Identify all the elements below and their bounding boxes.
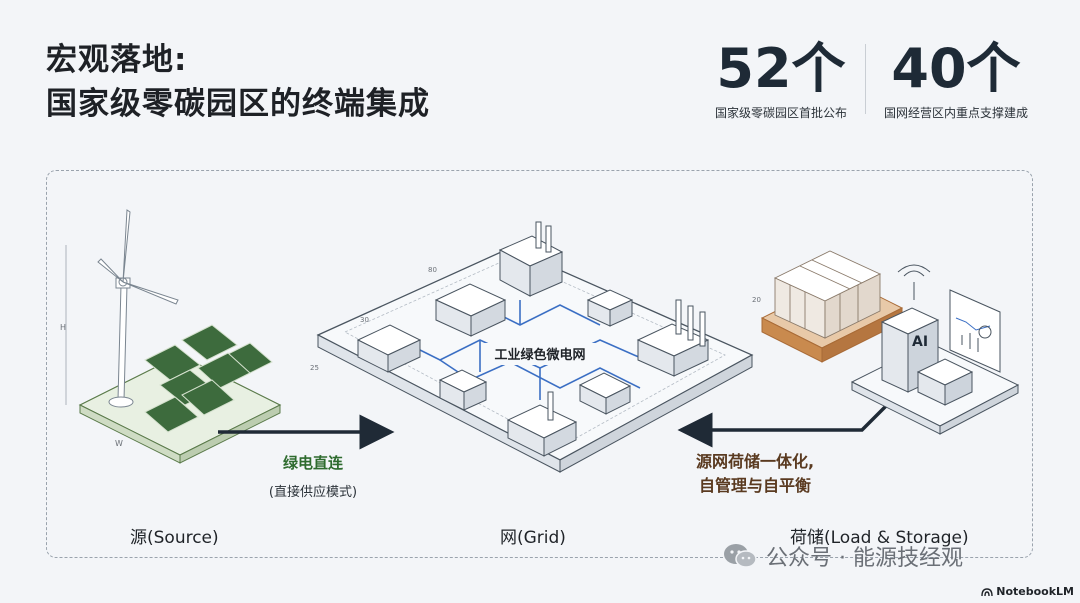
direct-supply-title: 绿电直连 [282,454,343,472]
page-title-line2: 国家级零碳园区的终端集成 [46,86,430,122]
stat-parks-value: 52个 [716,37,846,100]
section-load-label: 荷储(Load & Storage) [790,528,969,548]
factory-building-icons [356,221,710,457]
stat-supported-caption: 国网经营区内重点支撑建成 [883,106,1028,120]
brand-text: NotebookLM [996,585,1074,598]
notebooklm-brand: NotebookLM [981,585,1074,598]
dim-w-label: W [115,439,123,448]
wechat-icon [724,544,757,568]
stat-divider [864,44,866,114]
solar-panel-array-icon [144,324,273,433]
stat-parks: 52个 国家级零碳园区首批公布 [703,38,859,121]
direct-supply-caption: 绿电直连 (直接供应模式) [258,452,368,500]
grid-label-backdrop [484,343,596,365]
load-storage-illustration: 20 AI [752,250,1020,435]
stats-panel: 52个 国家级零碳园区首批公布 40个 国网经营区内重点支撑建成 [703,38,1040,121]
microgrid-label: 工业绿色微电网 [494,347,585,363]
section-source-label: 源(Source) [130,528,219,548]
section-grid-label: 网(Grid) [500,528,566,548]
dim-80-label: 80 [428,266,437,274]
diagram-frame [46,170,1033,558]
stat-supported: 40个 国网经营区内重点支撑建成 [872,38,1040,121]
dim-20-label: 20 [752,296,761,304]
wind-turbine-icon [97,209,179,408]
stat-supported-value: 40个 [891,37,1021,100]
integration-line1: 源网荷储一体化, [695,452,815,471]
stat-parks-caption: 国家级零碳园区首批公布 [714,106,847,120]
direct-supply-subtitle: (直接供应模式) [268,485,358,500]
watermark-text: 公众号 · 能源技经观 [766,546,963,571]
battery-storage-icon [773,250,882,339]
analytics-dashboard-icon [949,289,1001,373]
integration-arrow [677,400,892,448]
grid-illustration: 80 30 25 [310,221,754,473]
dim-h-label: H [60,323,66,332]
integration-caption: 源网荷储一体化, 自管理与自平衡 [680,450,830,498]
integration-line2: 自管理与自平衡 [698,476,811,495]
dim-25-label: 25 [310,364,319,372]
source-illustration: H W [60,209,282,464]
server-block-icon [916,358,974,406]
notebooklm-icon [981,587,993,596]
page-title-line1: 宏观落地: [46,42,188,78]
ai-building-label: AI [912,334,928,350]
wechat-watermark: 公众号 · 能源技经观 [722,540,963,572]
title-block: 宏观落地: 国家级零碳园区的终端集成 [46,38,430,126]
dim-30-label: 30 [360,316,369,324]
